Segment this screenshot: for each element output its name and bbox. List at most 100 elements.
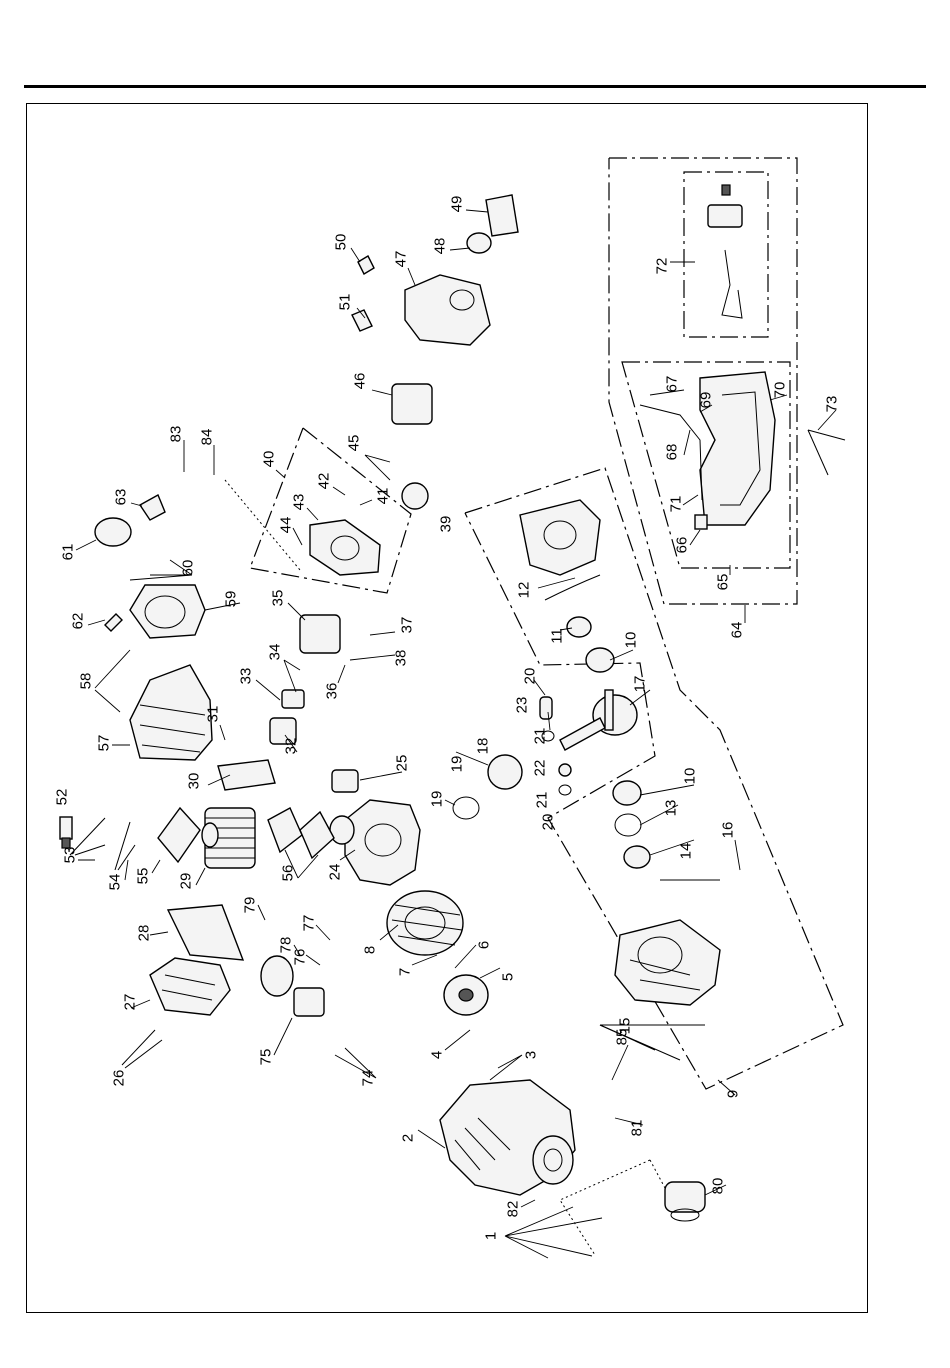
part-label-32: 32 <box>283 738 300 755</box>
part-label-34: 34 <box>267 644 284 661</box>
part-label-48: 48 <box>432 238 449 255</box>
part-label-58: 58 <box>78 673 95 690</box>
part-label-18: 18 <box>475 738 492 755</box>
crankcase-top-group-9 <box>520 500 600 575</box>
part-label-29: 29 <box>178 873 195 890</box>
fuel-cap-48 <box>467 233 491 253</box>
air-filter-base-43 <box>310 520 380 575</box>
seal-14 <box>624 846 650 868</box>
part-label-49: 49 <box>449 196 466 213</box>
filter-element-46 <box>392 384 432 424</box>
part-label-31: 31 <box>205 706 222 723</box>
part-label-22: 22 <box>532 760 549 777</box>
part-label-20b: 20 <box>540 814 557 831</box>
part-label-36: 36 <box>324 683 341 700</box>
piston-18 <box>488 755 522 789</box>
part-label-60: 60 <box>180 560 197 577</box>
dotted-connector-80 <box>560 1160 665 1255</box>
part-label-63: 63 <box>113 489 130 506</box>
part-label-50: 50 <box>333 234 350 251</box>
part-label-38: 38 <box>393 650 410 667</box>
disc-61 <box>95 518 131 546</box>
part-label-45: 45 <box>346 435 363 452</box>
part-label-17: 17 <box>632 676 649 693</box>
gasket-56b <box>300 812 334 858</box>
part-label-24: 24 <box>327 864 344 881</box>
part-label-69: 69 <box>698 392 715 409</box>
clutch-5 <box>444 975 488 1015</box>
part-label-41: 41 <box>375 488 392 505</box>
part-label-37: 37 <box>399 617 416 634</box>
carburetor-35 <box>300 615 340 653</box>
part-label-70: 70 <box>772 382 789 399</box>
part-label-3: 3 <box>523 1051 540 1059</box>
label-62 <box>105 614 122 631</box>
clutch-housing-2 <box>440 1080 575 1195</box>
part-label-7: 7 <box>397 968 414 976</box>
engine-shroud-57 <box>130 665 212 760</box>
part-label-28: 28 <box>136 925 153 942</box>
part-label-39: 39 <box>438 516 455 533</box>
part-label-26: 26 <box>111 1070 128 1087</box>
part-label-27: 27 <box>122 994 139 1011</box>
fuel-filter-66 <box>695 515 707 529</box>
muffler-27 <box>150 958 230 1015</box>
part-label-64: 64 <box>729 622 746 639</box>
spark-plug-52 <box>60 817 72 848</box>
part-label-73: 73 <box>824 396 841 413</box>
crankcase-half-9 <box>615 920 720 1005</box>
part-label-19b: 19 <box>429 791 446 808</box>
part-label-16: 16 <box>720 822 737 839</box>
flywheel-8 <box>387 891 463 955</box>
part-label-54: 54 <box>107 874 124 891</box>
part-label-65: 65 <box>715 574 732 591</box>
air-filter-cover-47 <box>405 275 490 345</box>
bearing-11 <box>567 617 591 637</box>
part-label-33: 33 <box>238 668 255 685</box>
part-label-82: 82 <box>505 1201 522 1218</box>
part-label-5: 5 <box>500 973 517 981</box>
part-label-62: 62 <box>70 613 87 630</box>
part-label-21b: 21 <box>534 792 551 809</box>
part-label-75: 75 <box>258 1049 275 1066</box>
part-label-52: 52 <box>54 789 71 806</box>
part-label-55: 55 <box>135 868 152 885</box>
part-label-85: 85 <box>614 1029 631 1046</box>
washer-21b <box>559 785 571 795</box>
heat-shield-28 <box>168 905 243 960</box>
starter-72 <box>708 185 742 318</box>
part-label-13: 13 <box>663 800 680 817</box>
part-label-68: 68 <box>664 444 681 461</box>
fan-cover-59 <box>130 585 205 638</box>
part-label-8: 8 <box>362 946 379 954</box>
part-label-20: 20 <box>522 668 539 685</box>
part-label-4: 4 <box>429 1051 446 1059</box>
part-label-72: 72 <box>654 258 671 275</box>
clip-63 <box>140 495 165 520</box>
piston-pin-23 <box>540 697 552 719</box>
part-label-44: 44 <box>278 517 295 534</box>
part-label-14: 14 <box>678 843 695 860</box>
part-label-35: 35 <box>270 590 287 607</box>
part-label-10b: 10 <box>682 768 699 785</box>
piston-ring-19 <box>453 797 479 819</box>
part-label-71: 71 <box>668 496 685 513</box>
part-label-23: 23 <box>514 697 531 714</box>
part-label-11: 11 <box>549 628 566 644</box>
primer-bulb-39 <box>402 483 428 509</box>
part-label-21: 21 <box>532 728 549 745</box>
part-label-47: 47 <box>393 251 410 268</box>
part-label-12: 12 <box>516 582 533 599</box>
part-label-6: 6 <box>476 941 493 949</box>
part-label-74: 74 <box>360 1070 377 1087</box>
part-label-10: 10 <box>623 632 640 649</box>
part-label-19: 19 <box>449 756 466 773</box>
part-label-25: 25 <box>394 755 411 772</box>
bearing-22 <box>559 764 571 776</box>
gasket-55 <box>158 808 200 862</box>
part-label-30: 30 <box>186 773 203 790</box>
crankshaft-17 <box>560 690 637 750</box>
part-label-40: 40 <box>261 451 278 468</box>
gasket-56a <box>268 808 302 852</box>
